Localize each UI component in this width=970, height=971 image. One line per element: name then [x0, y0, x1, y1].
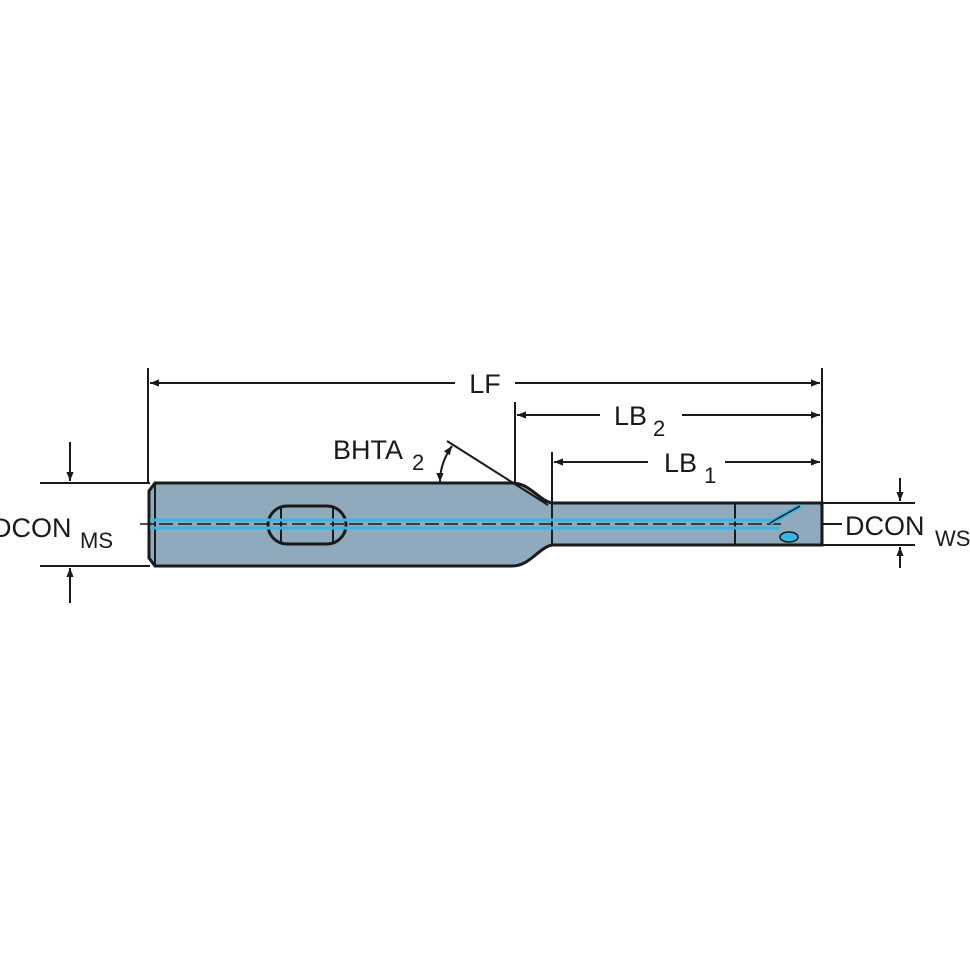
lb2-dimension: LB 2 — [517, 401, 820, 441]
dcon-ms-label: DCON — [0, 513, 72, 543]
bhta2-dimension: BHTA 2 — [333, 435, 549, 506]
lb2-label: LB — [614, 401, 647, 431]
dcon-ws-subscript: WS — [935, 526, 970, 551]
lf-dimension: LF — [150, 369, 820, 399]
lb1-dimension: LB 1 — [554, 448, 820, 488]
dcon-ws-label: DCON — [845, 511, 925, 541]
dcon-ws-dimension: DCON WS — [822, 478, 970, 568]
dcon-ms-dimension: DCON MS — [0, 442, 113, 603]
bhta2-label: BHTA — [333, 435, 403, 465]
lb1-subscript: 1 — [704, 463, 716, 488]
extension-lines — [40, 368, 915, 567]
dcon-ms-subscript: MS — [80, 528, 113, 553]
coolant-channel — [140, 503, 802, 543]
coolant-exit-hole — [779, 531, 799, 543]
flat-slot — [266, 504, 348, 546]
lb2-subscript: 2 — [653, 416, 665, 441]
lf-label: LF — [469, 369, 501, 399]
bhta2-subscript: 2 — [412, 450, 424, 475]
lb1-label: LB — [664, 448, 697, 478]
